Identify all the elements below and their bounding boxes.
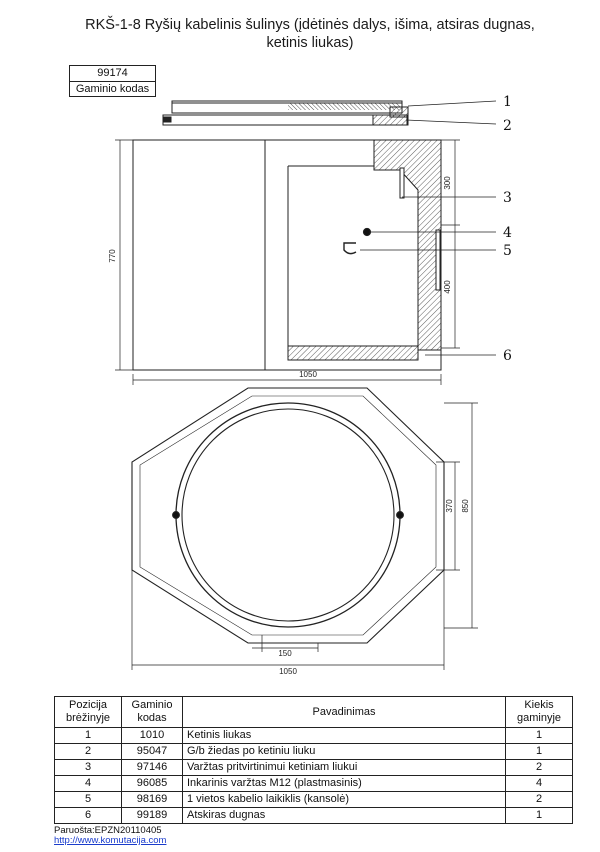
callout-4: 4 [503,225,512,241]
table-row: 4 96085 Inkarinis varžtas M12 (plastmasi… [54,775,573,792]
well-body-shape [132,139,442,371]
table-row: 3 97146 Varžtas pritvirtinimui ketiniam … [54,759,573,776]
dim-outer-label: 850 [461,499,470,513]
table-row: 6 99189 Atskiras dugnas 1 [54,807,573,824]
table-row: 1 1010 Ketinis liukas 1 [54,727,573,744]
table-row: 5 98169 1 vietos kabelio laikiklis (kans… [54,791,573,808]
header-position: Pozicija brėžinyje [54,696,122,728]
section-view [115,100,497,385]
dim-upper-label: 300 [443,176,452,190]
dim-inner-label: 370 [445,499,454,513]
inner-ring [181,408,395,622]
header-qty: Kiekis gaminyje [505,696,573,728]
prepared-note: Paruošta:EPZN20110405 [54,825,162,836]
dim-lower-label: 400 [443,280,452,294]
outer-ring [175,402,401,628]
product-code-box: 99174 Gaminio kodas [69,65,156,97]
callout-3: 3 [503,190,512,206]
octagon-outline [131,387,445,644]
dim-small-label: 150 [278,649,292,658]
title-line-2: ketinis liukas) [266,35,354,51]
callout-6: 6 [503,348,512,364]
footer: Paruošta:EPZN20110405 http://www.komutac… [54,826,166,846]
dim-height-label: 770 [108,249,117,263]
title-line-1: RKŠ-1-8 Ryšių kabelinis šulinys (įdėtinė… [85,17,535,33]
callout-1: 1 [503,94,512,110]
dim-plan-width-label: 1050 [279,667,297,676]
header-name: Pavadinimas [182,696,506,728]
plan-view [131,387,478,670]
website-link[interactable]: http://www.komutacija.com [54,835,167,846]
bottom-slab-shape [287,345,419,361]
header-code: Gaminio kodas [121,696,183,728]
callout-2: 2 [503,118,512,134]
table-row: 2 95047 G/b žiedas po ketiniu liuku 1 [54,743,573,760]
table-header-row: Pozicija brėžinyje Gaminio kodas Pavadin… [54,696,573,728]
product-code-label: Gaminio kodas [70,81,155,97]
document-title: RKŠ-1-8 Ryšių kabelinis šulinys (įdėtinė… [40,16,580,52]
parts-table: Pozicija brėžinyje Gaminio kodas Pavadin… [54,696,573,824]
seating-ring-shape [162,114,409,126]
product-code-value: 99174 [97,67,128,79]
callout-5: 5 [503,243,512,259]
dim-width-label: 1050 [299,370,317,379]
wall-section-shape [373,139,442,351]
